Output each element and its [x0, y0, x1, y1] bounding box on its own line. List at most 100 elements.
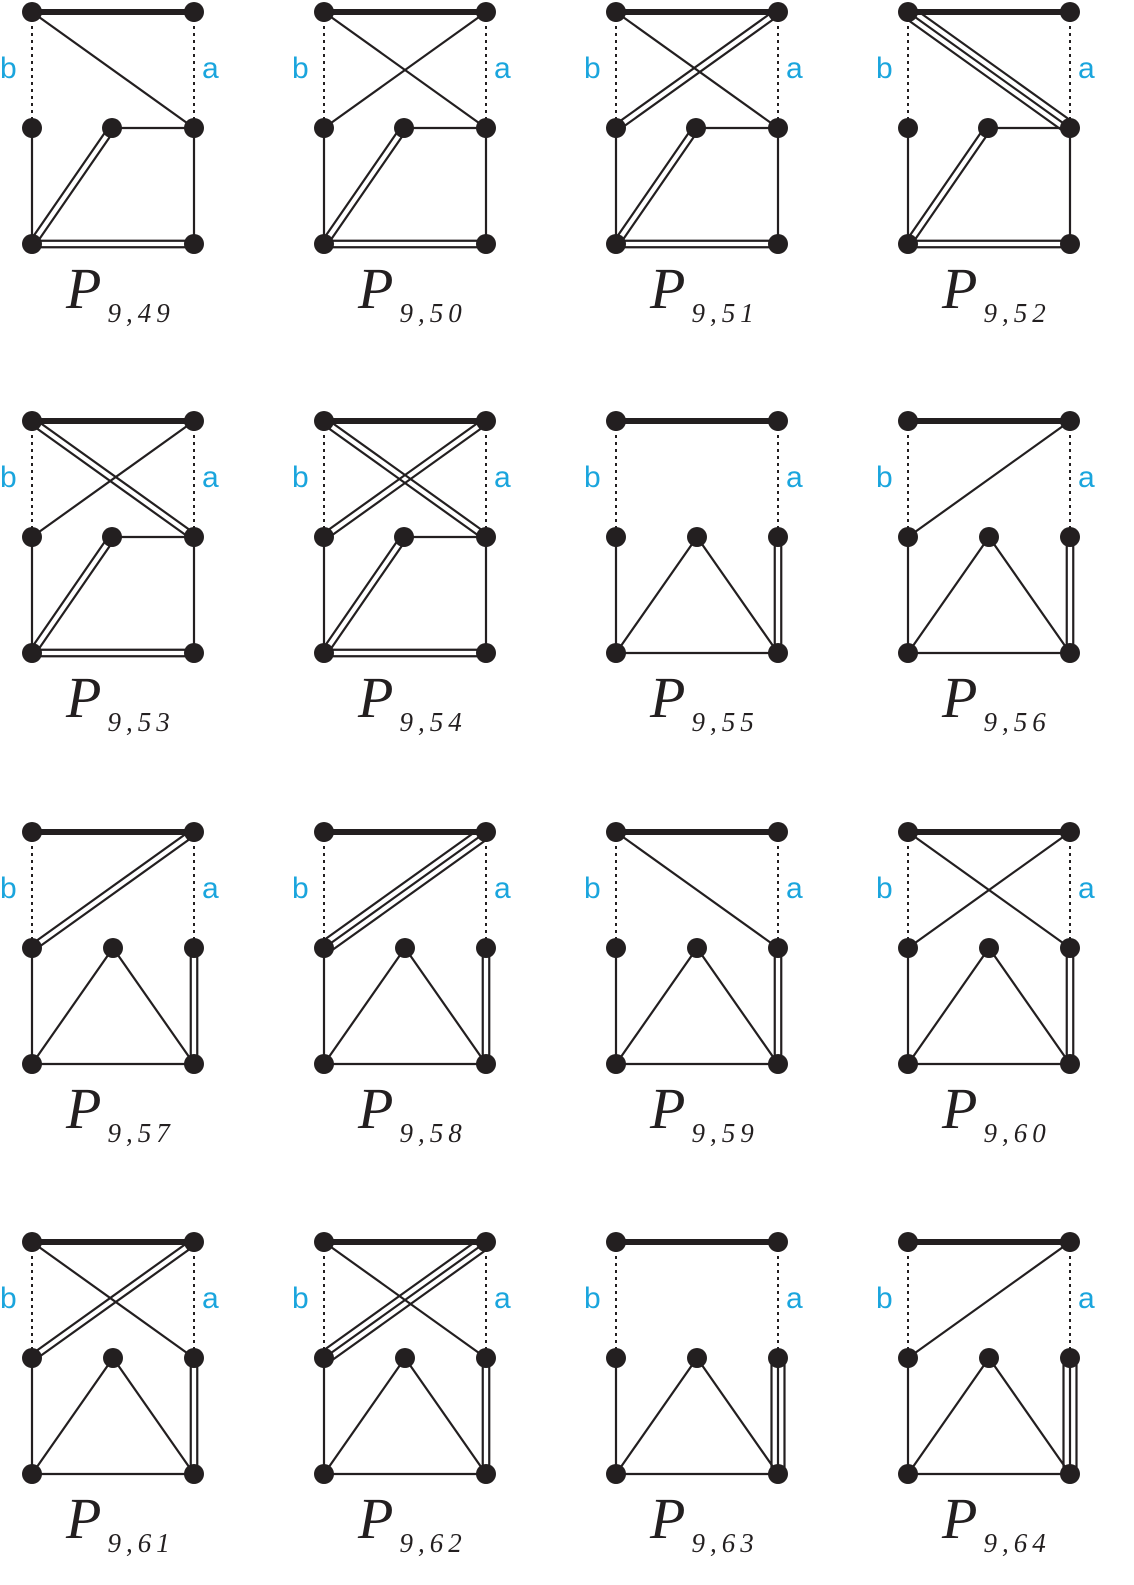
- vertex-b: [184, 2, 204, 22]
- edge-m-e: [111, 946, 196, 1066]
- vertex-a: [898, 2, 918, 22]
- edge-d-m-strand: [325, 128, 408, 247]
- vertex-m: [978, 118, 998, 138]
- vertex-e: [184, 1464, 204, 1484]
- edge-d-m: [906, 946, 991, 1066]
- edge-a-f: [614, 830, 780, 950]
- vertex-m: [395, 1348, 415, 1368]
- edge-a-f-strand: [906, 10, 1072, 130]
- vertex-b: [768, 822, 788, 842]
- vertex-a: [606, 822, 626, 842]
- vertex-a: [898, 1232, 918, 1252]
- label-a: a: [494, 872, 511, 905]
- vertex-d: [898, 1464, 918, 1484]
- label-a: a: [202, 872, 219, 905]
- caption-name: P: [649, 665, 685, 730]
- label-b: b: [584, 52, 601, 85]
- vertex-c: [314, 527, 334, 547]
- label-a: a: [1078, 461, 1095, 494]
- vertex-m: [979, 938, 999, 958]
- vertex-c: [314, 938, 334, 958]
- edge-a-f: [614, 10, 780, 130]
- vertex-a: [898, 411, 918, 431]
- edge-b-c: [322, 10, 488, 130]
- edge-a-f: [30, 10, 196, 130]
- label-b: b: [584, 1282, 601, 1315]
- vertex-d: [606, 643, 626, 663]
- label-b: b: [292, 461, 309, 494]
- edge-d-m-strand: [28, 125, 111, 244]
- vertex-c: [898, 527, 918, 547]
- label-a: a: [494, 52, 511, 85]
- vertex-b: [476, 822, 496, 842]
- label-b: b: [876, 1282, 893, 1315]
- vertex-a: [898, 822, 918, 842]
- vertex-d: [22, 1054, 42, 1074]
- vertex-b: [1060, 411, 1080, 431]
- vertex-m: [102, 118, 122, 138]
- edge-m-e: [403, 1356, 488, 1476]
- label-b: b: [584, 872, 601, 905]
- vertex-m: [686, 118, 706, 138]
- edge-d-m: [30, 1356, 115, 1476]
- caption-name: P: [65, 256, 101, 321]
- caption-name: P: [941, 1486, 977, 1551]
- vertex-a: [22, 822, 42, 842]
- edge-d-m: [322, 1356, 407, 1476]
- edge-b-c-strand: [32, 833, 197, 952]
- edge-b-c-strand: [32, 1243, 197, 1362]
- vertex-f: [476, 938, 496, 958]
- vertex-e: [1060, 643, 1080, 663]
- vertex-d: [606, 234, 626, 254]
- edge-d-m-strand: [904, 125, 987, 244]
- caption-subscript: 9,56: [983, 707, 1050, 737]
- vertex-c: [898, 118, 918, 138]
- vertex-d: [314, 643, 334, 663]
- vertex-d: [606, 1054, 626, 1074]
- vertex-f: [476, 527, 496, 547]
- vertex-a: [606, 411, 626, 431]
- caption-subscript: 9,58: [399, 1118, 466, 1148]
- vertex-f: [768, 527, 788, 547]
- label-b: b: [0, 52, 17, 85]
- edge-b-c-strand: [321, 417, 486, 536]
- edge-d-m-strand: [320, 534, 403, 653]
- edge-d-m: [906, 1356, 991, 1476]
- edge-a-f-strand: [321, 422, 486, 541]
- edge-a-f-strand: [910, 5, 1075, 124]
- vertex-d: [898, 643, 918, 663]
- label-a: a: [202, 461, 219, 494]
- label-a: a: [494, 1282, 511, 1315]
- vertex-m: [103, 938, 123, 958]
- vertex-c: [314, 118, 334, 138]
- caption-subscript: 9,60: [983, 1118, 1050, 1148]
- caption-name: P: [941, 256, 977, 321]
- caption-subscript: 9,64: [983, 1528, 1050, 1558]
- vertex-a: [22, 2, 42, 22]
- vertex-a: [606, 2, 626, 22]
- vertex-e: [184, 1054, 204, 1074]
- vertex-f: [1060, 938, 1080, 958]
- edge-m-e: [987, 535, 1072, 655]
- label-b: b: [0, 872, 17, 905]
- vertex-m: [394, 527, 414, 547]
- label-a: a: [202, 1282, 219, 1315]
- vertex-e: [768, 1054, 788, 1074]
- label-b: b: [292, 872, 309, 905]
- vertex-d: [314, 1464, 334, 1484]
- vertex-f: [184, 938, 204, 958]
